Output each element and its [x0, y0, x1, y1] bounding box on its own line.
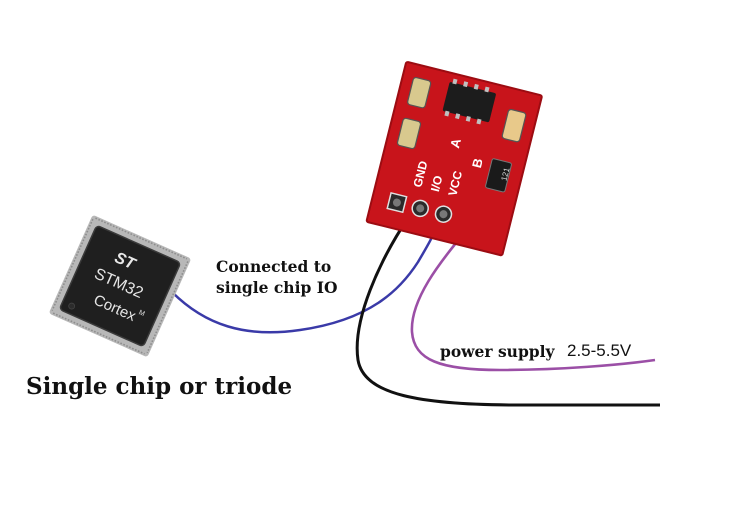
pin-label-io: I/O	[428, 174, 445, 193]
main-caption: Single chip or triode	[26, 373, 293, 400]
smd-resistor	[485, 158, 512, 193]
ground-wire	[355, 217, 660, 407]
pad-label-a: A	[447, 136, 464, 149]
power-supply-label: power supply	[440, 342, 555, 361]
capacitor-left-top	[407, 76, 432, 109]
chip-pins	[51, 217, 189, 355]
resistor-marking: 121	[499, 166, 511, 182]
io-wire	[171, 223, 439, 334]
io-connection-label: Connected to single chip IO	[216, 256, 337, 298]
pin-label-vcc: VCC	[445, 169, 465, 197]
sensor-ic	[442, 82, 496, 123]
header-pins	[386, 191, 453, 223]
chip-core-suffix: M	[137, 309, 145, 318]
stm32-chip: ST STM32 Cortex M	[49, 215, 191, 357]
voltage-label: 2.5-5.5V	[567, 341, 632, 360]
capacitor-left-bottom	[396, 117, 422, 150]
led-indicator	[501, 108, 527, 143]
io-connection-line2: single chip IO	[216, 278, 338, 297]
io-connection-line1: Connected to	[216, 257, 332, 276]
pin-label-gnd: GND	[410, 159, 430, 189]
power-wire	[410, 231, 656, 372]
pad-label-b: B	[469, 157, 486, 170]
touch-sensor-module: 121 A B GND I/O VCC	[365, 61, 543, 257]
